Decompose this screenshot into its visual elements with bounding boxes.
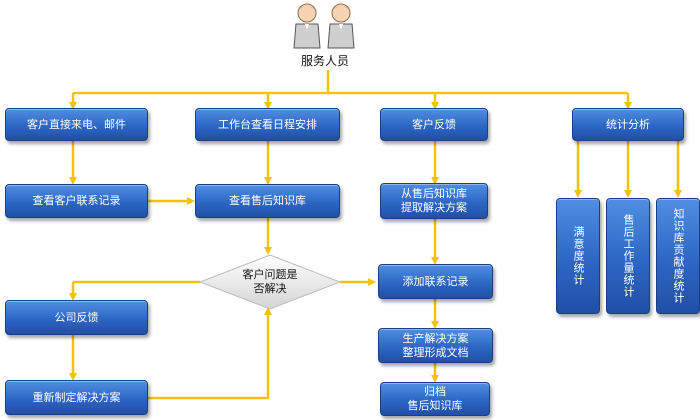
staff-label: 服务人员 xyxy=(300,54,349,68)
workload-stats-label: 售后工作量统计 xyxy=(622,214,635,298)
node-contribution-stats: 知识库贡献度统计 xyxy=(656,198,700,314)
node-customer-call-email: 客户直接来电、邮件 xyxy=(5,108,148,141)
node-statistics: 统计分析 xyxy=(572,108,684,141)
node-view-contact-record: 查看客户联系记录 xyxy=(5,184,148,218)
arrow-n11-decision xyxy=(148,307,272,400)
node-satisfaction-stats: 满意度统计 xyxy=(556,198,600,314)
two-people-icon xyxy=(293,3,355,49)
contribution-stats-label: 知识库贡献度统计 xyxy=(672,208,685,304)
node-workload-stats: 售后工作量统计 xyxy=(606,198,650,314)
node-produce-solution-doc: 生产解决方案 整理形成文档 xyxy=(378,328,493,363)
node-archive-knowledge-base: 归档 售后知识库 xyxy=(380,382,490,416)
node-view-knowledge-base: 查看售后知识库 xyxy=(195,184,340,218)
node-workbench-schedule: 工作台查看日程安排 xyxy=(195,108,340,141)
node-redo-solution: 重新制定解决方案 xyxy=(5,380,148,415)
decision-diamond xyxy=(198,254,342,310)
node-company-feedback: 公司反馈 xyxy=(5,300,148,335)
node-customer-feedback: 客户反馈 xyxy=(380,108,488,141)
satisfaction-stats-label: 满意度统计 xyxy=(572,226,585,286)
node-add-contact-record: 添加联系记录 xyxy=(378,264,493,299)
decision-label: 客户问题是 否解决 xyxy=(242,268,298,295)
node-extract-solution: 从售后知识库 提取解决方案 xyxy=(380,183,488,219)
